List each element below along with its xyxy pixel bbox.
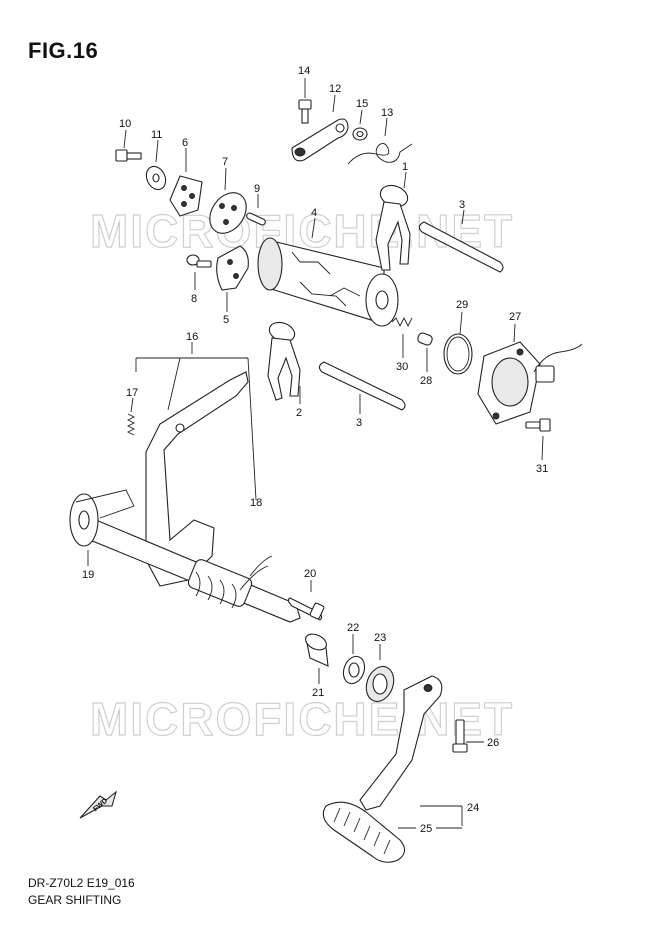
part-6-stopper-plate[interactable] — [169, 148, 203, 217]
callout-15: 15 — [356, 98, 368, 110]
part-16-gearshift-shaft[interactable] — [89, 371, 301, 623]
callout-14: 14 — [298, 65, 310, 77]
part-14-bolt[interactable] — [298, 78, 312, 124]
part-7-cam-plate[interactable] — [202, 167, 253, 240]
part-23-bearing[interactable] — [362, 644, 399, 705]
part-16-leader — [135, 342, 257, 501]
callout-6: 6 — [182, 137, 188, 149]
callout-2: 2 — [296, 407, 302, 419]
part-5-stopper[interactable] — [216, 245, 249, 312]
watermark-bottom: MICROFICHE.NET — [90, 693, 514, 745]
part-3-fork-shaft-lower[interactable] — [318, 361, 406, 414]
callout-19: 19 — [82, 569, 94, 581]
callout-18: 18 — [250, 497, 262, 509]
part-11-washer[interactable] — [143, 139, 169, 193]
callout-25: 25 — [420, 823, 432, 835]
part-26-bolt[interactable] — [452, 719, 484, 753]
callout-8: 8 — [191, 293, 197, 305]
callout-7: 7 — [222, 156, 228, 168]
callout-labels: 14 12 15 13 10 11 6 7 9 1 3 4 8 5 29 27 … — [82, 65, 548, 835]
callout-3-lower: 3 — [356, 417, 362, 429]
diagram-name: GEAR SHIFTING — [28, 893, 122, 907]
part-27-neutral-switch[interactable] — [477, 323, 583, 425]
part-13-spring[interactable] — [347, 117, 413, 165]
callout-30: 30 — [396, 361, 408, 373]
callout-17: 17 — [126, 387, 138, 399]
callout-5: 5 — [223, 314, 229, 326]
part-10-bolt[interactable] — [115, 129, 142, 162]
part-4-gearshift-cam[interactable] — [257, 217, 399, 327]
callout-23: 23 — [374, 632, 386, 644]
callout-21: 21 — [312, 687, 324, 699]
diagram-code: DR-Z70L2 E19_016 — [28, 876, 135, 890]
callout-26: 26 — [487, 737, 499, 749]
callout-16: 16 — [186, 331, 198, 343]
callout-1: 1 — [402, 161, 408, 173]
part-19-shaft-end[interactable] — [69, 489, 135, 566]
callout-13: 13 — [381, 107, 393, 119]
part-31-bolt[interactable] — [525, 418, 551, 461]
part-15-washer[interactable] — [352, 109, 368, 141]
callout-31: 31 — [536, 463, 548, 475]
callout-27: 27 — [509, 311, 521, 323]
part-25-shift-lever-rubber[interactable] — [322, 801, 462, 863]
callout-12: 12 — [329, 83, 341, 95]
part-2-shift-fork-lower[interactable] — [267, 319, 301, 404]
part-29-o-ring[interactable] — [443, 311, 473, 375]
part-1-shift-fork[interactable] — [375, 171, 411, 271]
part-3-fork-shaft-upper[interactable] — [418, 209, 504, 273]
forward-direction-icon: FWD — [79, 790, 118, 819]
callout-22: 22 — [347, 622, 359, 634]
callout-10: 10 — [119, 118, 131, 130]
figure-title: FIG.16 — [28, 38, 99, 63]
callout-3-upper: 3 — [459, 199, 465, 211]
callout-4: 4 — [311, 207, 317, 219]
part-9-pin[interactable] — [246, 194, 267, 226]
part-28-plunger[interactable] — [417, 332, 434, 372]
callout-24: 24 — [467, 802, 479, 814]
part-20-pin[interactable] — [287, 580, 325, 621]
part-12-shift-arm[interactable] — [291, 94, 349, 162]
callout-20: 20 — [304, 568, 316, 580]
part-24-shift-lever[interactable] — [359, 675, 463, 826]
part-21-bushing[interactable] — [303, 631, 329, 684]
callout-28: 28 — [420, 375, 432, 387]
callout-11: 11 — [151, 129, 162, 141]
part-30-spring[interactable] — [391, 316, 413, 358]
callout-9: 9 — [254, 183, 260, 195]
part-22-oil-seal[interactable] — [340, 634, 368, 687]
part-8-bolt[interactable] — [186, 254, 212, 290]
part-17-spring[interactable] — [126, 397, 136, 436]
callout-29: 29 — [456, 299, 468, 311]
